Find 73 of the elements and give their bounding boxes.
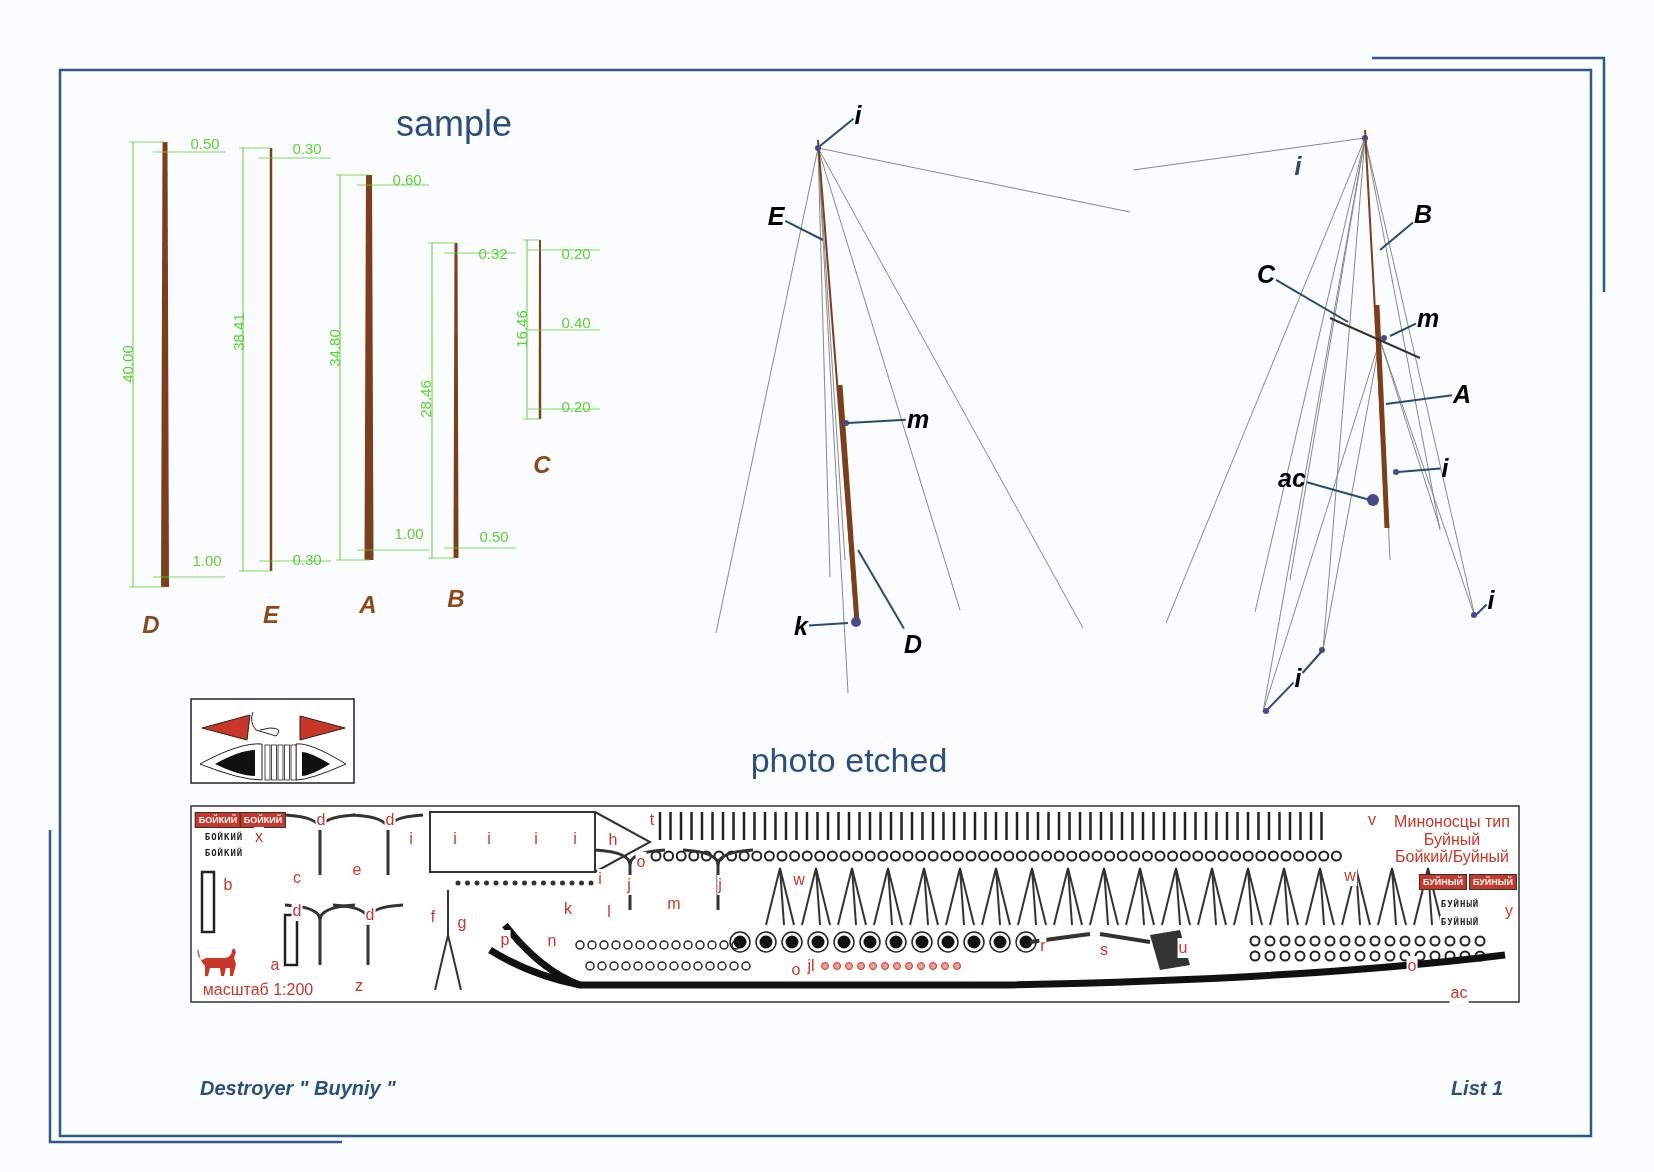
part-letter: d	[364, 905, 376, 925]
dimension-value: 16.46	[512, 310, 530, 348]
part-letter: A	[359, 591, 377, 619]
leader-line	[1389, 322, 1417, 337]
leader-line	[784, 219, 824, 241]
callout-letter: B	[1413, 199, 1433, 229]
callout-letter: i	[854, 100, 862, 130]
dimension-value: 1.00	[192, 551, 222, 569]
leader-line	[1305, 481, 1371, 501]
nameplate: БОЙКИЙ	[194, 812, 242, 828]
part-letter: w	[1343, 866, 1357, 886]
dimension-value: 0.50	[479, 527, 509, 545]
callout-letter: m	[906, 404, 930, 434]
leader-line	[1385, 394, 1453, 405]
callout-letter: i	[1294, 663, 1302, 693]
part-letter: B	[447, 585, 465, 613]
leader-line	[857, 549, 905, 630]
dimension-value: 34.80	[325, 329, 343, 367]
leader-line	[1379, 221, 1414, 251]
part-letter: h	[607, 830, 619, 850]
part-letter: d	[315, 810, 327, 830]
etched-name: БУЙНЫЙ	[1439, 916, 1481, 928]
dimension-value: 0.50	[190, 134, 220, 152]
section-heading: sample	[395, 103, 513, 145]
part-letter: p	[499, 930, 511, 950]
dimension-value: 38.41	[229, 313, 247, 351]
leader-line	[1275, 278, 1349, 323]
nameplate: БУЙНЫЙ	[1418, 874, 1468, 890]
etched-name: БОЙКИЙ	[203, 847, 245, 859]
dimension-value: 0.30	[292, 139, 322, 157]
callout-letter: i	[1441, 453, 1449, 483]
part-letter: j	[717, 875, 723, 895]
part-letter: D	[142, 611, 160, 639]
nameplate: БУЙНЫЙ	[1468, 874, 1518, 890]
page-number: List 1	[1450, 1076, 1504, 1100]
etched-name: БОЙКИЙ	[203, 831, 245, 843]
callout-letter: i	[1487, 585, 1495, 615]
callout-letter: i	[1294, 151, 1302, 181]
leader-line	[819, 117, 855, 147]
leader-line	[808, 622, 849, 627]
callout-letter: D	[903, 629, 923, 659]
callout-letter: m	[1416, 303, 1440, 333]
dimension-value: 0.40	[561, 313, 591, 331]
callout-letter: k	[794, 611, 808, 641]
part-letter: jl	[806, 956, 816, 976]
leader-line	[1301, 650, 1323, 674]
part-letter: j	[626, 875, 632, 895]
dimension-value: 0.32	[478, 244, 508, 262]
part-letter: i	[597, 869, 603, 889]
dimension-value: 0.20	[561, 397, 591, 415]
callout-letter: ac	[1278, 463, 1306, 493]
leader-line	[1475, 603, 1488, 616]
nameplate: БОЙКИЙ	[239, 812, 287, 828]
dimension-value: 1.00	[394, 524, 424, 542]
dimension-value: 0.60	[392, 170, 422, 188]
leader-line	[1267, 681, 1295, 710]
leader-line	[1397, 467, 1442, 473]
footer-text: Destroyer " Buyniy "	[200, 1076, 396, 1100]
part-letter: E	[263, 601, 279, 629]
dimension-value: 40.00	[118, 345, 136, 383]
dimension-value: 0.20	[561, 244, 591, 262]
part-letter: d	[291, 901, 303, 921]
part-letter: d	[384, 810, 396, 830]
part-letter: u	[1177, 938, 1189, 958]
part-letter: C	[533, 451, 551, 479]
etched-name: БУЙНЫЙ	[1439, 898, 1481, 910]
callout-letter: A	[1452, 379, 1472, 409]
callout-letter: C	[1256, 259, 1276, 289]
section-heading: photo etched	[750, 740, 948, 780]
dimension-value: 0.30	[292, 550, 322, 568]
leader-line	[847, 418, 907, 424]
callout-letter: E	[767, 201, 785, 231]
dimension-value: 28.46	[416, 380, 434, 418]
